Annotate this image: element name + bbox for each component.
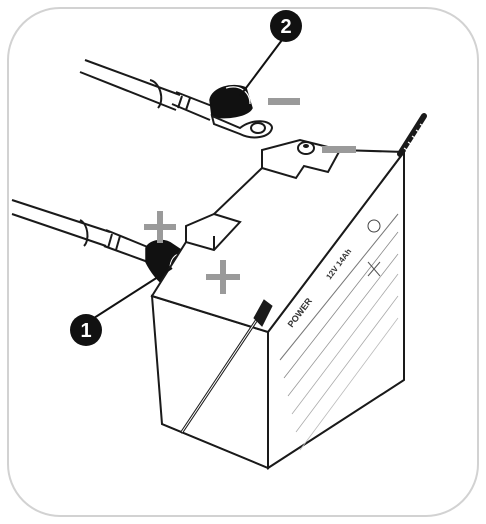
callout-step-2-number: 2 [280, 16, 291, 38]
crossed-bin-icon [367, 261, 381, 277]
recycle-icon [367, 219, 381, 233]
positive-mark-battery [206, 260, 240, 294]
threaded-rod [397, 113, 427, 157]
front-rod [180, 299, 273, 434]
callout-step-2: 2 [239, 10, 302, 97]
positive-cable [11, 199, 151, 263]
callout-step-1-number: 1 [80, 320, 91, 342]
negative-terminal-boot [209, 84, 253, 119]
negative-cable [79, 59, 213, 121]
callout-step-1: 1 [70, 267, 173, 346]
negative-mark-battery [322, 146, 356, 153]
negative-mark-cable [268, 98, 300, 105]
positive-mark-cable [144, 211, 176, 243]
negative-ring-lug [210, 114, 274, 139]
battery-negative-post [297, 141, 315, 155]
